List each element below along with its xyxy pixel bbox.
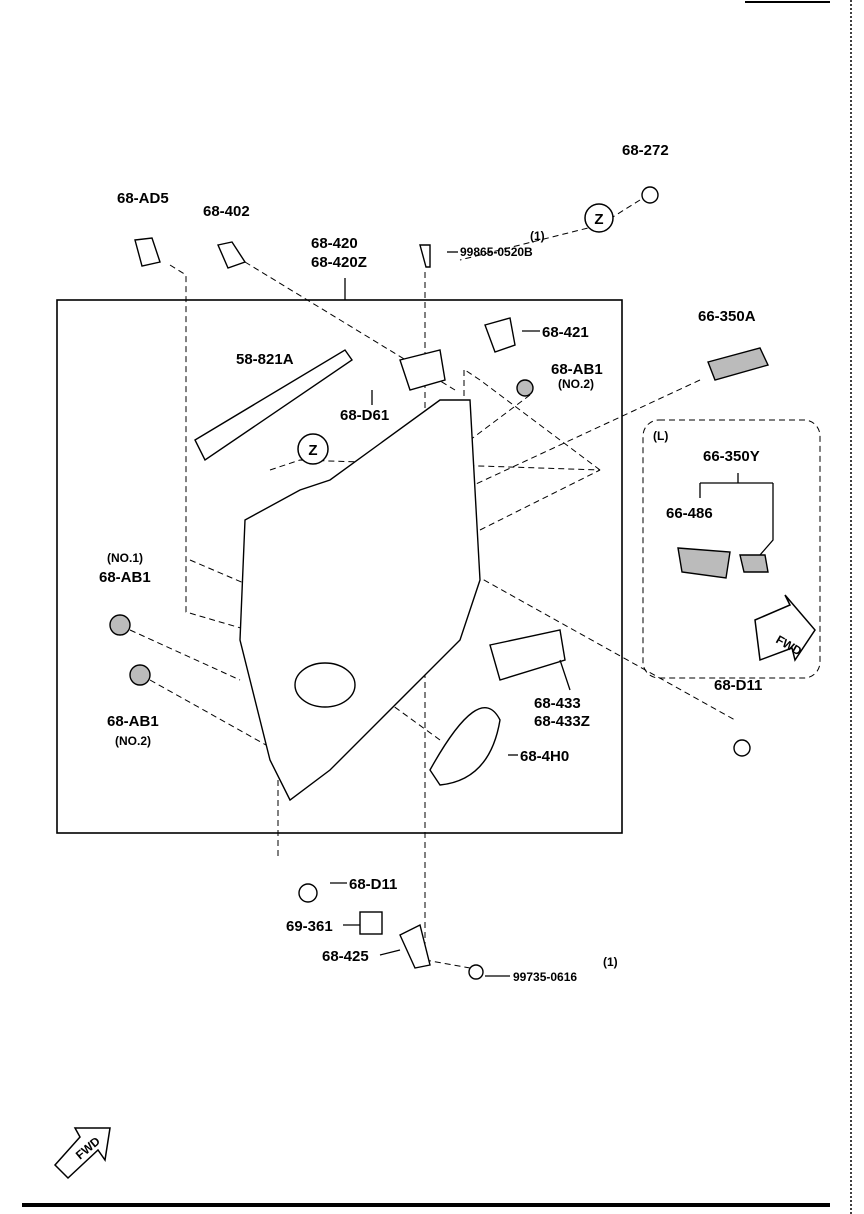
label-66-350a: 66-350A [698,308,756,325]
svg-text:Z: Z [594,211,603,228]
label-68-ab1-no1: 68-AB1 [99,569,151,586]
label-68-433z: 68-433Z [534,713,590,730]
label-68-4h0: 68-4H0 [520,748,569,765]
part-68-421 [484,317,516,353]
label-68-420: 68-420 [311,235,358,252]
label-l-box: (L) [653,429,668,443]
label-68-ab1-no2: 68-AB1 [107,713,159,730]
label-68-ab1-no2-note: (NO.2) [115,734,151,748]
svg-text:Z: Z [308,442,317,459]
label-68-421: 68-421 [542,324,589,341]
part-68-ad5 [134,237,161,267]
part-68-4h0 [429,707,501,786]
part-68-425 [399,923,431,969]
view-z-marker-mid: Z [297,433,329,465]
part-68-433 [489,629,566,681]
assembly-frame [56,299,623,834]
label-68-ad5: 68-AD5 [117,190,169,207]
part-68-d61 [399,349,446,391]
label-68-ab1-right: 68-AB1 [551,361,603,378]
label-68-433: 68-433 [534,695,581,712]
fwd-arrow-icon-bottom: FWD [53,1127,111,1180]
part-66-350y-switch [739,554,769,573]
label-66-486: 66-486 [666,505,713,522]
part-69-361 [359,911,383,935]
label-68-402: 68-402 [203,203,250,220]
part-68-d11-bottom [298,883,318,903]
label-68-d11-right: 68-D11 [714,677,762,694]
label-bolt1-qty: (1) [530,229,545,243]
label-66-350y: 66-350Y [703,448,760,465]
label-58-821a: 58-821A [236,351,294,368]
label-68-ab1-no1-note: (NO.1) [107,551,143,565]
part-68-d11-right [733,739,751,757]
label-69-361: 69-361 [286,918,333,935]
part-door-trim-panel-68-420 [239,399,481,802]
part-68-402 [217,241,247,269]
part-68-272 [641,186,659,204]
part-58-821a [194,349,353,462]
left-hand-detail-box [642,419,821,679]
part-68-ab1-no1 [109,614,131,636]
part-68-ab1-no2 [129,664,151,686]
bolt-99865-0520b [419,244,431,268]
part-66-486 [677,547,731,579]
bolt-99735-0616 [468,964,484,980]
label-68-d61: 68-D61 [340,407,389,424]
fwd-arrow-icon: FWD [754,594,816,662]
speaker-opening [294,662,356,708]
part-66-350a [707,347,769,381]
part-68-ab1-right [516,379,534,397]
label-68-425: 68-425 [322,948,369,965]
label-68-420z: 68-420Z [311,254,367,271]
label-68-d11-bottom: 68-D11 [349,876,397,893]
view-z-marker-top: Z [584,203,614,233]
label-68-272: 68-272 [622,142,669,159]
label-99865-0520b: 99865-0520B [460,245,533,259]
label-68-ab1-right-note: (NO.2) [558,377,594,391]
label-bolt2-qty: (1) [603,955,618,969]
label-99735-0616: 99735-0616 [513,970,577,984]
